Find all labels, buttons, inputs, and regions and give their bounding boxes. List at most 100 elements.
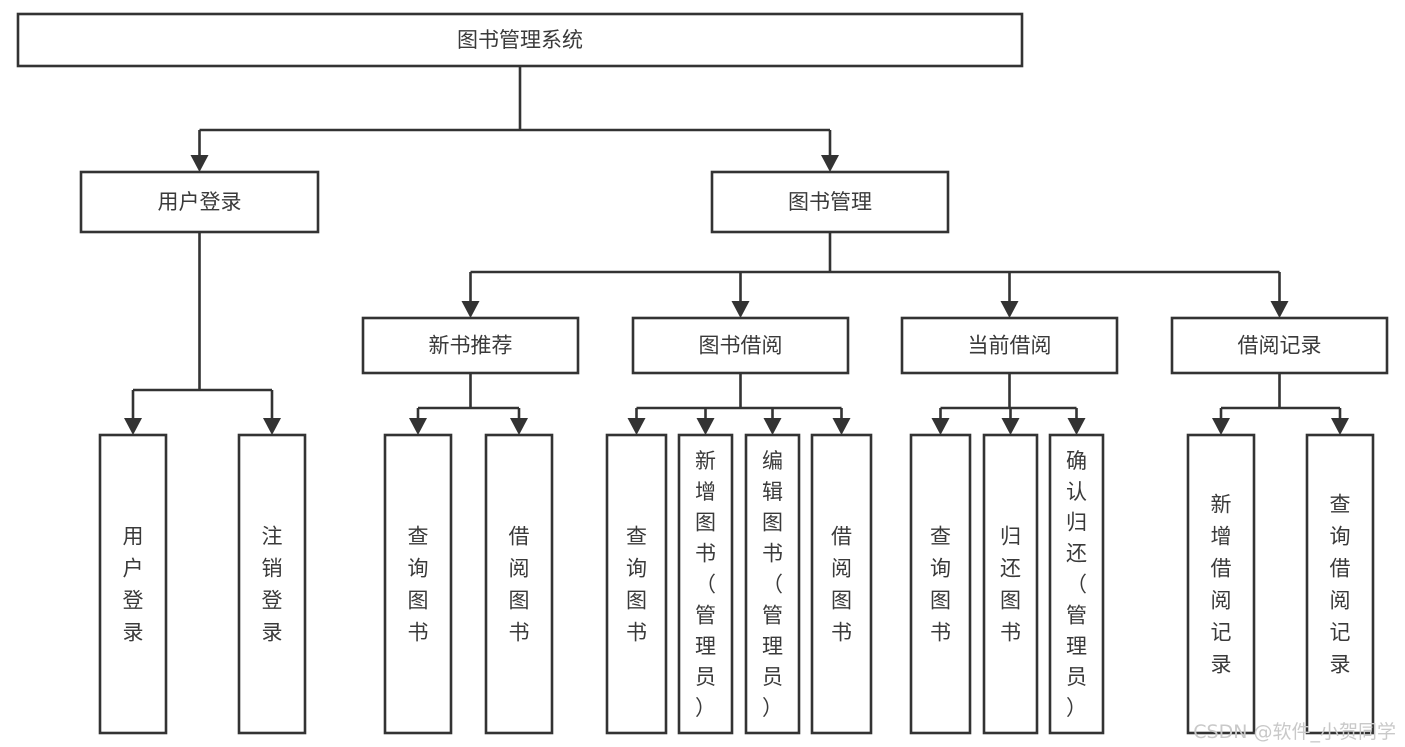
arrow-head-icon [409, 418, 427, 435]
node-leaf-10-label-char-8: ） [1066, 696, 1087, 720]
node-root-system-rect[interactable] [16, 12, 1024, 68]
node-leaf-10-label-char-6: 理 [1066, 634, 1087, 658]
arrow-head-icon [931, 418, 950, 435]
node-level2-0-rect[interactable] [79, 170, 320, 234]
node-leaf-4-rect[interactable] [605, 433, 668, 735]
node-leaf-7-rect[interactable] [810, 433, 873, 735]
node-level3-0-label: 新书推荐 [429, 334, 513, 358]
node-leaf-0-label-char-1: 户 [123, 556, 144, 580]
node-level2-0[interactable]: 用户登录 [79, 170, 320, 234]
node-root-system[interactable]: 图书管理系统 [16, 12, 1024, 68]
node-level3-0[interactable]: 新书推荐 [361, 316, 580, 375]
node-leaf-8-label-char-0: 查 [930, 524, 951, 548]
node-leaf-11-label-char-0: 新 [1211, 492, 1232, 516]
node-level3-2-rect[interactable] [900, 316, 1119, 375]
node-level3-0-rect[interactable] [361, 316, 580, 375]
node-level3-1[interactable]: 图书借阅 [631, 316, 850, 375]
node-leaf-11-label-char-1: 增 [1211, 524, 1232, 548]
node-leaf-10-label-char-4: （ [1066, 572, 1087, 596]
node-leaf-6-label-char-8: ） [762, 696, 783, 720]
node-leaf-0-label-char-2: 登 [123, 588, 144, 612]
connector-layer [124, 66, 1349, 435]
node-leaf-2-rect[interactable] [383, 433, 453, 735]
arrow-head-icon [461, 301, 480, 318]
node-leaf-6-label-char-7: 员 [762, 665, 783, 689]
node-leaf-7-label-char-2: 图 [831, 588, 852, 612]
node-leaf-12-label-char-3: 阅 [1330, 588, 1351, 612]
arrow-head-icon [731, 301, 750, 318]
node-leaf-11-label-char-4: 记 [1211, 620, 1232, 644]
node-leaf-1-label-char-3: 录 [262, 620, 283, 644]
node-leaf-1-label-char-1: 销 [262, 556, 283, 580]
node-leaf-6-label-char-5: 管 [762, 603, 783, 627]
node-level3-2[interactable]: 当前借阅 [900, 316, 1119, 375]
node-leaf-0-label-char-3: 录 [123, 620, 144, 644]
node-level3-2-label: 当前借阅 [968, 334, 1052, 358]
arrow-head-icon [1001, 418, 1020, 435]
csdn-watermark: CSDN @软件_小贺同学 [1193, 721, 1396, 743]
node-leaf-10-label-char-2: 归 [1066, 511, 1087, 535]
node-level2-0-label: 用户登录 [158, 190, 242, 214]
node-leaf-6-rect[interactable] [744, 433, 801, 735]
node-leaf-6-label-char-3: 书 [762, 542, 783, 566]
node-leaf-12-label-char-2: 借 [1330, 556, 1351, 580]
arrow-head-icon [510, 418, 528, 435]
node-level2-1-rect[interactable] [710, 170, 950, 234]
node-leaf-5-label-char-0: 新 [695, 449, 716, 473]
node-leaf-6-label-char-6: 理 [762, 634, 783, 658]
node-leaf-3-label-char-3: 书 [509, 620, 530, 644]
arrow-head-icon [696, 418, 715, 435]
node-leaf-5-label-char-4: （ [695, 572, 716, 596]
node-leaf-8-rect[interactable] [909, 433, 972, 735]
node-leaf-10-label-char-3: 还 [1066, 542, 1087, 566]
node-level2-1[interactable]: 图书管理 [710, 170, 950, 234]
node-leaf-1-label-char-0: 注 [262, 524, 283, 548]
node-leaf-12-label-char-4: 记 [1330, 620, 1351, 644]
node-leaf-7-label-char-3: 书 [831, 620, 852, 644]
node-leaf-12-rect[interactable] [1305, 433, 1375, 735]
node-leaf-4-label-char-0: 查 [626, 524, 647, 548]
node-level3-3[interactable]: 借阅记录 [1170, 316, 1389, 375]
node-leaf-0[interactable]: 用户登录 [98, 433, 168, 735]
node-leaf-1-label-char-2: 登 [262, 588, 283, 612]
node-leaf-7-label-char-0: 借 [831, 524, 852, 548]
node-level3-1-label: 图书借阅 [699, 334, 783, 358]
node-leaf-11-label-char-3: 阅 [1211, 588, 1232, 612]
node-level2-1-label: 图书管理 [788, 190, 872, 214]
node-leaf-2-label-char-1: 询 [408, 556, 429, 580]
node-leaf-12-label-char-5: 录 [1330, 652, 1351, 676]
node-leaf-9-label-char-0: 归 [1000, 524, 1021, 548]
node-leaf-7-label-char-1: 阅 [831, 556, 852, 580]
node-leaf-1-rect[interactable] [237, 433, 307, 735]
node-leaf-2-label-char-0: 查 [408, 524, 429, 548]
node-level3-1-rect[interactable] [631, 316, 850, 375]
node-leaf-3-rect[interactable] [484, 433, 554, 735]
arrow-head-icon [1067, 418, 1086, 435]
node-leaf-8-label-char-2: 图 [930, 588, 951, 612]
node-leaf-5-rect[interactable] [677, 433, 734, 735]
node-leaf-5-label-char-7: 员 [695, 665, 716, 689]
node-leaf-10-label-char-1: 认 [1066, 480, 1087, 504]
node-leaf-0-rect[interactable] [98, 433, 168, 735]
arrow-head-icon [190, 155, 209, 172]
arrow-head-icon [1270, 301, 1289, 318]
node-leaf-5-label-char-1: 增 [695, 480, 716, 504]
node-level3-3-rect[interactable] [1170, 316, 1389, 375]
node-leaf-10-rect[interactable] [1048, 433, 1105, 735]
node-leaf-9-rect[interactable] [982, 433, 1039, 735]
node-leaf-11-rect[interactable] [1186, 433, 1256, 735]
arrow-head-icon [763, 418, 782, 435]
